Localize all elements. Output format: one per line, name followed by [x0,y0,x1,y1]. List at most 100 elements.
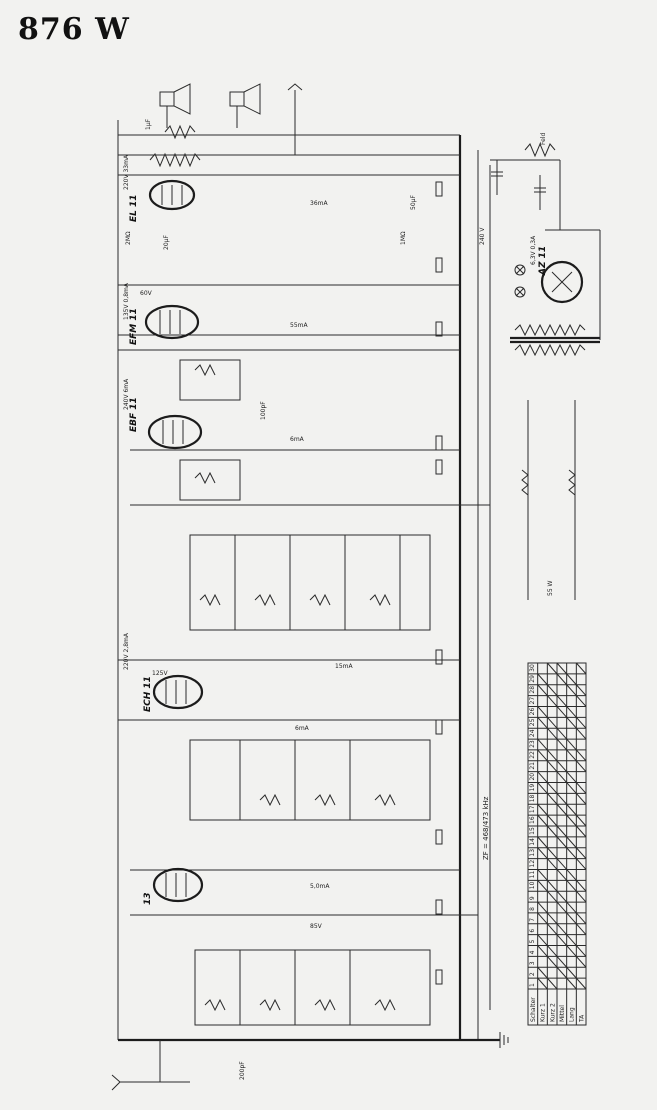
switch-col-header: 8 [529,907,536,911]
switch-col-header: 27 [529,697,536,705]
tube-label-az11: AZ 11 [538,246,548,276]
switch-closure-mark [556,695,568,707]
switch-row-header: Kurz 1 [540,1003,547,1022]
switch-col-header: 21 [529,762,536,770]
switch-closure-mark [546,749,558,762]
switch-closure-mark [556,934,568,946]
switch-closure-mark [566,738,577,751]
svg-text:Feld: Feld [540,133,547,145]
svg-text:85V: 85V [310,923,323,930]
switch-closure-mark [556,673,568,686]
switch-closure-mark [556,793,568,805]
switch-col-header: 28 [529,686,536,694]
switch-closure-mark [537,684,548,696]
switch-col-header: 11 [529,871,536,879]
switch-col-header: 2 [529,972,536,976]
switch-closure-mark [546,912,558,925]
if-frequency-label: ZF = 468/473 kHz [482,796,490,860]
switch-closure-mark [537,934,548,946]
switch-closure-mark [556,858,568,870]
switch-closure-mark [575,890,587,903]
switch-closure-mark [575,793,587,805]
svg-text:55 W: 55 W [547,580,554,596]
switch-col-header: 12 [529,860,536,868]
switch-closure-mark [575,760,587,772]
switch-closure-mark [575,923,587,935]
switch-closure-mark [546,977,558,990]
svg-text:135V 0,8mA: 135V 0,8mA [123,282,130,320]
svg-text:55mA: 55mA [290,322,308,329]
switch-row-header: TA [578,1014,585,1023]
speaker-icon-2 [229,83,261,115]
switch-closure-mark [537,869,548,881]
switch-closure-mark [575,880,587,892]
switch-closure-mark [556,923,568,935]
switch-closure-mark [537,880,548,892]
switch-col-header: 14 [529,838,536,846]
tube-ech11 [152,674,204,710]
switch-closure-mark [537,966,548,979]
svg-text:6mA: 6mA [290,436,305,443]
switch-closure-mark [566,901,577,914]
switch-closure-mark [556,956,568,968]
svg-text:200pF: 200pF [239,1061,246,1080]
switch-closure-mark [575,717,587,729]
switch-closure-mark [566,684,577,696]
switch-col-header: 17 [529,805,536,813]
switch-closure-mark [566,749,577,762]
switch-closure-mark [546,717,558,729]
switch-col-header: 29 [529,675,536,683]
switch-closure-mark [556,771,568,783]
switch-col-header: 15 [529,827,536,835]
tube-label-el11: EL 11 [129,194,139,222]
svg-text:36mA: 36mA [310,200,328,207]
switch-closure-mark [537,738,548,751]
svg-text:220V 33mA: 220V 33mA [123,154,130,190]
svg-text:5,0mA: 5,0mA [310,883,330,890]
svg-text:60V: 60V [140,290,153,297]
switch-closure-mark [537,771,548,783]
switch-closure-mark [566,717,577,729]
svg-text:15mA: 15mA [335,663,353,670]
switch-closure-mark [575,684,587,696]
input-coil-block [194,949,431,1026]
switch-closure-mark [566,945,577,957]
switch-closure-mark [537,901,548,914]
svg-text:6mA: 6mA [295,725,310,732]
switch-closure-mark [566,706,577,718]
switch-closure-mark [537,673,548,686]
switch-col-header: 24 [529,729,536,737]
page-title: 876 W [18,12,130,47]
bus-resistors [435,181,443,985]
switch-closure-mark [546,956,558,968]
switch-closure-mark [566,880,577,892]
switch-closure-mark [556,825,568,838]
tube-el11 [148,179,196,211]
switch-closure-mark [546,923,558,935]
svg-text:2MΩ: 2MΩ [125,231,132,245]
bandfilter-group-1 [179,359,241,501]
tube-az11 [540,260,584,304]
switch-closure-mark [546,814,558,827]
switch-col-header: 4 [529,950,536,954]
switch-closure-mark [546,684,558,696]
switch-closure-mark [546,793,558,805]
switch-col-header: 16 [529,816,536,824]
switch-row-header: Schalter [530,997,537,1022]
switch-closure-mark [566,934,577,946]
switch-closure-mark [566,803,577,816]
switch-col-header: 1 [529,983,536,987]
switch-closure-mark [575,956,587,968]
oscillator-coil-block [189,534,431,631]
switch-closure-mark [546,825,558,838]
switch-closure-mark [566,673,577,686]
switch-closure-mark [546,890,558,903]
tube-label-ech11: ECH 11 [143,676,153,712]
switch-closure-mark [566,836,577,849]
switch-closure-mark [575,814,587,827]
switch-col-header: 9 [529,896,536,900]
switch-closure-mark [566,847,577,859]
switch-closure-mark [566,977,577,990]
